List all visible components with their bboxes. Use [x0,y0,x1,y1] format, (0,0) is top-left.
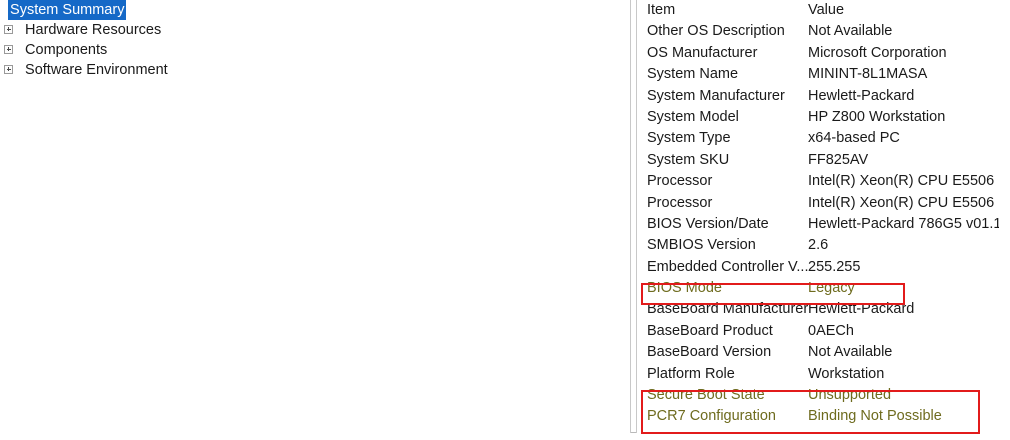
table-row[interactable]: System Manufacturer Hewlett-Packard [637,86,999,107]
table-row[interactable]: Embedded Controller V... 255.255 [637,257,999,278]
table-row[interactable]: BaseBoard Product 0AECh [637,321,999,342]
row-value-label: MININT-8L1MASA [808,66,928,83]
expand-plus-icon[interactable] [4,24,13,34]
tree-item-components[interactable]: Components [0,40,630,60]
tree-item-label: Hardware Resources [25,22,162,38]
row-item-label: Other OS Description [647,23,785,40]
row-value-label: Not Available [808,23,893,40]
row-item-label: Embedded Controller V... [647,258,809,275]
row-item-label: BaseBoard Version [647,344,772,361]
row-value-label: Microsoft Corporation [808,44,947,61]
tree-item-label: Software Environment [25,62,168,78]
row-value-label: Workstation [808,365,885,382]
row-item-label: Processor [647,173,713,190]
row-value-label: Legacy [808,280,855,297]
table-row[interactable]: System Name MININT-8L1MASA [637,64,999,85]
table-row[interactable]: Processor Intel(R) Xeon(R) CPU E5506 [637,171,999,192]
row-item-label: System Name [647,66,739,83]
row-item-label: BIOS Version/Date [647,215,769,232]
row-item-label: PCR7 Configuration [647,408,776,425]
table-row[interactable]: Platform Role Workstation [637,364,999,385]
column-header-item: Item [647,2,676,18]
table-row-bios-mode[interactable]: BIOS Mode Legacy [637,278,999,299]
table-row-secure-boot-state[interactable]: Secure Boot State Unsupported [637,385,999,406]
table-row[interactable]: BIOS Version/Date Hewlett-Packard 786G5 … [637,214,999,235]
row-value-label: HP Z800 Workstation [808,108,946,125]
expand-plus-icon[interactable] [4,64,13,74]
table-row[interactable]: Other OS Description Not Available [637,21,999,42]
table-row[interactable]: BaseBoard Manufacturer Hewlett-Packard [637,299,999,320]
row-value-label: Hewlett-Packard [808,87,915,104]
row-value-label: Binding Not Possible [808,408,942,425]
expand-plus-icon[interactable] [4,44,13,54]
row-value-label: Not Available [808,344,893,361]
details-list-panel[interactable]: Item Value Other OS Description Not Avai… [636,0,999,433]
row-value-label: 0AECh [808,322,854,339]
row-value-label: x64-based PC [808,130,900,147]
row-value-label: Hewlett-Packard 786G5 v01.17, 8/ [808,215,999,232]
row-item-label: BaseBoard Product [647,322,773,339]
table-row[interactable]: System SKU FF825AV [637,150,999,171]
row-value-label: FF825AV [808,151,869,168]
tree-item-system-summary[interactable]: System Summary [0,0,630,20]
table-row[interactable]: System Model HP Z800 Workstation [637,107,999,128]
row-value-label: 2.6 [808,237,829,254]
table-row[interactable]: BaseBoard Version Not Available [637,342,999,363]
table-row[interactable]: Processor Intel(R) Xeon(R) CPU E5506 [637,193,999,214]
window-frame: System Summary Hardware Resources Compon… [0,0,999,434]
table-row-pcr7-configuration[interactable]: PCR7 Configuration Binding Not Possible [637,406,999,427]
list-header-row[interactable]: Item Value [637,0,999,21]
column-header-value: Value [808,2,845,18]
row-value-label: Intel(R) Xeon(R) CPU E5506 [808,194,995,211]
tree-item-label: Components [25,42,108,58]
row-value-label: 255.255 [808,258,861,275]
row-item-label: BIOS Mode [647,280,722,297]
tree-item-label: System Summary [8,0,127,20]
navigation-tree-panel[interactable]: System Summary Hardware Resources Compon… [0,0,631,433]
row-item-label: System Manufacturer [647,87,785,104]
row-item-label: System Model [647,108,739,125]
row-value-label: Unsupported [808,387,892,404]
tree-item-hardware-resources[interactable]: Hardware Resources [0,20,630,40]
row-item-label: SMBIOS Version [647,237,756,254]
row-item-label: BaseBoard Manufacturer [647,301,809,318]
tree-item-software-environment[interactable]: Software Environment [0,60,630,80]
table-row[interactable]: SMBIOS Version 2.6 [637,235,999,256]
row-item-label: Secure Boot State [647,387,765,404]
row-item-label: System SKU [647,151,730,168]
row-value-label: Intel(R) Xeon(R) CPU E5506 [808,173,995,190]
row-item-label: Processor [647,194,713,211]
row-value-label: Hewlett-Packard [808,301,915,318]
row-item-label: System Type [647,130,731,147]
row-item-label: OS Manufacturer [647,44,758,61]
table-row[interactable]: OS Manufacturer Microsoft Corporation [637,43,999,64]
row-item-label: Platform Role [647,365,735,382]
table-row[interactable]: System Type x64-based PC [637,128,999,149]
